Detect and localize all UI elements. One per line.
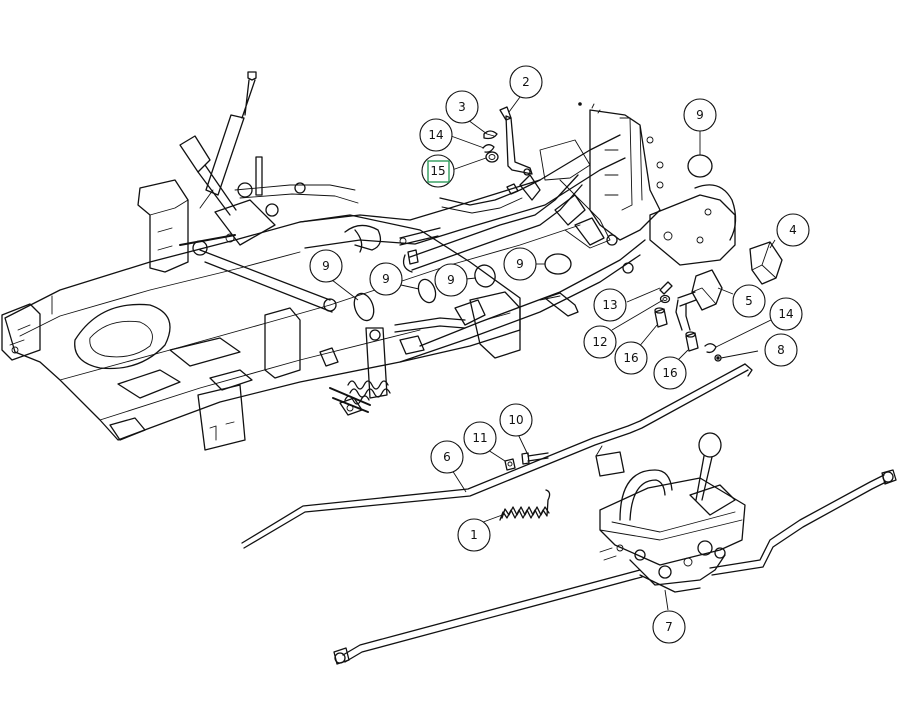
callout-9-b-label: 9 bbox=[382, 272, 390, 286]
part-5-pedal-pad bbox=[675, 269, 723, 331]
callout-16-b[interactable]: 16 bbox=[653, 356, 687, 390]
part-11-nut bbox=[504, 458, 516, 471]
callout-1[interactable]: 1 bbox=[457, 518, 491, 552]
callout-12-label: 12 bbox=[592, 335, 607, 349]
callout-9-c-label: 9 bbox=[447, 273, 455, 287]
callout-14-b[interactable]: 14 bbox=[769, 297, 803, 331]
callout-11-label: 11 bbox=[472, 431, 487, 445]
callout-9-b[interactable]: 9 bbox=[369, 262, 403, 296]
callout-10[interactable]: 10 bbox=[499, 403, 533, 437]
pedal-assembly bbox=[319, 299, 486, 416]
part-2-bent-rod bbox=[499, 106, 533, 176]
callout-9-d-label: 9 bbox=[516, 257, 524, 271]
part-nut-near-15 bbox=[506, 183, 519, 195]
part-16-bushing-b bbox=[685, 331, 699, 352]
part-1-spring bbox=[499, 489, 551, 521]
callout-14-a[interactable]: 14 bbox=[419, 118, 453, 152]
part-4-pad bbox=[749, 241, 783, 285]
part-14-e-clip-upper bbox=[482, 144, 495, 153]
callout-11[interactable]: 11 bbox=[463, 421, 497, 455]
callout-16-a-label: 16 bbox=[623, 351, 638, 365]
callout-9-e[interactable]: 9 bbox=[683, 98, 717, 132]
part-13-pin bbox=[659, 281, 673, 295]
callout-8[interactable]: 8 bbox=[764, 333, 798, 367]
callout-16-b-label: 16 bbox=[662, 366, 677, 380]
part-15-bushing bbox=[485, 151, 499, 163]
callout-4[interactable]: 4 bbox=[776, 213, 810, 247]
part-14-e-clip-lower bbox=[704, 343, 717, 354]
callout-5[interactable]: 5 bbox=[732, 284, 766, 318]
callout-7-label: 7 bbox=[665, 620, 673, 634]
callout-12[interactable]: 12 bbox=[583, 325, 617, 359]
callout-4-label: 4 bbox=[789, 223, 797, 237]
callout-9-e-label: 9 bbox=[696, 108, 704, 122]
callout-9-c[interactable]: 9 bbox=[434, 263, 468, 297]
main-frame bbox=[1, 102, 737, 451]
part-3-clip bbox=[483, 130, 498, 140]
part-9-rings bbox=[353, 154, 713, 322]
callout-9-a-label: 9 bbox=[322, 259, 330, 273]
callout-6[interactable]: 6 bbox=[430, 440, 464, 474]
callout-7[interactable]: 7 bbox=[652, 610, 686, 644]
callout-5-label: 5 bbox=[745, 294, 753, 308]
callout-15-highlighted[interactable]: 15 bbox=[421, 154, 455, 188]
callout-2[interactable]: 2 bbox=[509, 65, 543, 99]
callout-2-label: 2 bbox=[522, 75, 530, 89]
callout-9-a[interactable]: 9 bbox=[309, 249, 343, 283]
part-16-bushing-a bbox=[654, 307, 668, 328]
control-rod-assembly bbox=[402, 174, 634, 317]
part-7-shift-assembly bbox=[333, 432, 897, 665]
part-8-nut bbox=[714, 354, 722, 362]
callout-13-label: 13 bbox=[602, 298, 617, 312]
callout-14-a-label: 14 bbox=[428, 128, 443, 142]
callout-13[interactable]: 13 bbox=[593, 288, 627, 322]
callout-15-label: 15 bbox=[430, 164, 445, 178]
part-6-long-rod bbox=[241, 363, 753, 549]
part-12-washer bbox=[659, 294, 671, 304]
callout-1-label: 1 bbox=[470, 528, 478, 542]
callout-6-label: 6 bbox=[443, 450, 451, 464]
lift-lever-assembly bbox=[179, 71, 441, 313]
callout-10-label: 10 bbox=[508, 413, 523, 427]
callout-3-label: 3 bbox=[458, 100, 466, 114]
part-10-bolt bbox=[521, 452, 549, 465]
callout-3[interactable]: 3 bbox=[445, 90, 479, 124]
callout-8-label: 8 bbox=[777, 343, 785, 357]
callout-14-b-label: 14 bbox=[778, 307, 793, 321]
callout-9-d[interactable]: 9 bbox=[503, 247, 537, 281]
callout-16-a[interactable]: 16 bbox=[614, 341, 648, 375]
